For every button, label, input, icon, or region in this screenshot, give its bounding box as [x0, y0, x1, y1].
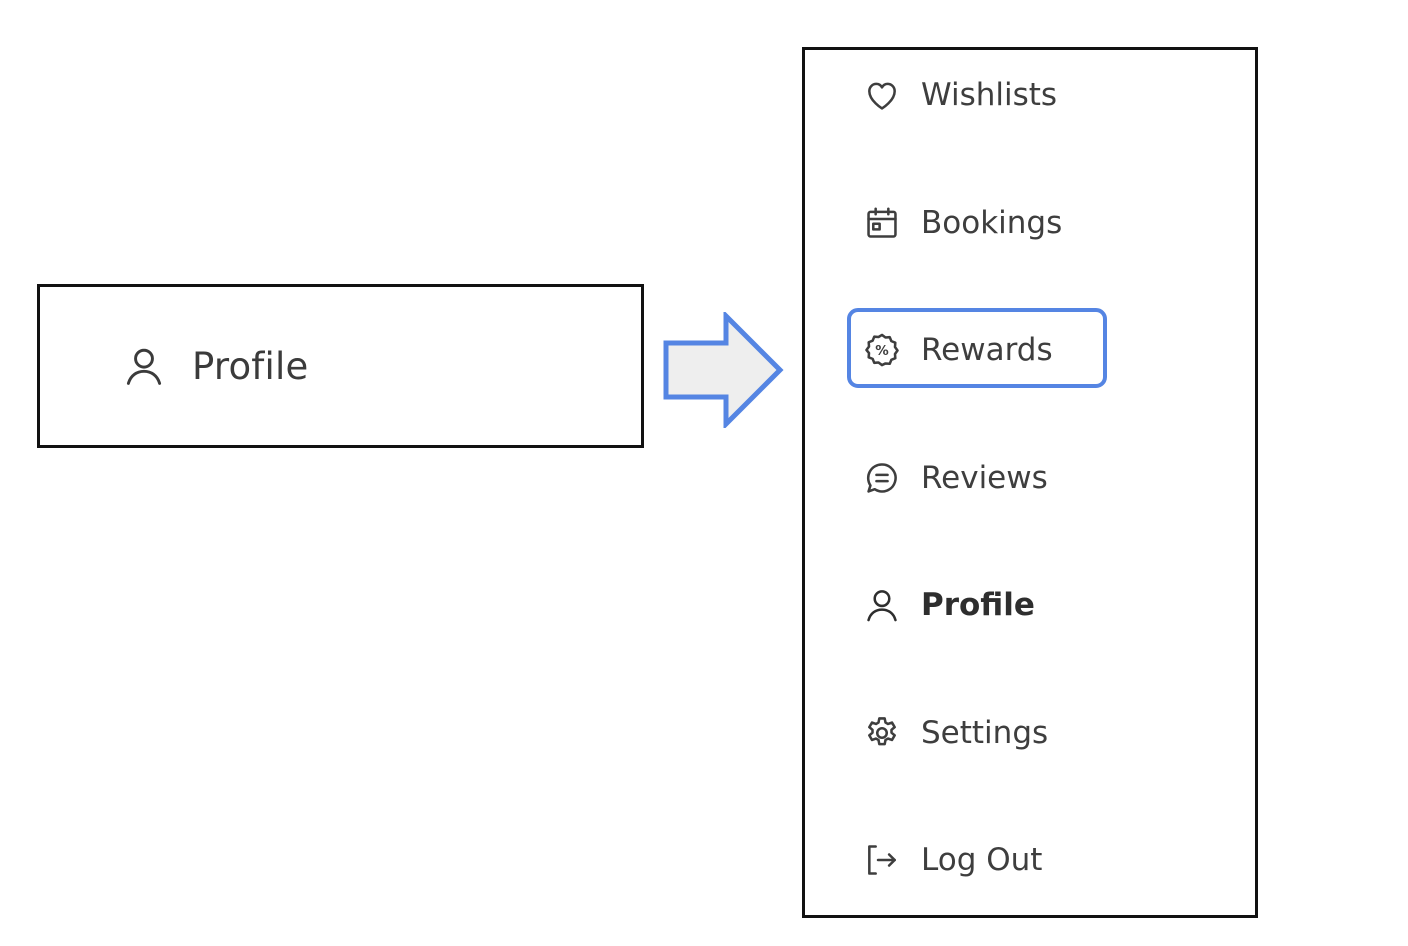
profile-trigger-button[interactable]: Profile [122, 344, 308, 388]
menu-item-label: Settings [921, 715, 1049, 751]
menu-item-rewards[interactable]: % Rewards [863, 322, 1053, 378]
logout-icon [863, 841, 901, 879]
menu-item-label: Reviews [921, 460, 1048, 496]
menu-item-label: Rewards [921, 332, 1053, 368]
menu-item-label: Wishlists [921, 77, 1058, 113]
menu-item-label: Profile [921, 587, 1035, 623]
profile-trigger-box: Profile [37, 284, 644, 448]
message-icon [863, 459, 901, 497]
profile-dropdown-menu: Wishlists Bookings % Rewards [802, 47, 1258, 918]
heart-icon [863, 76, 901, 114]
menu-item-profile[interactable]: Profile [863, 577, 1035, 633]
arrow-right-icon [662, 312, 786, 428]
menu-item-bookings[interactable]: Bookings [863, 195, 1062, 251]
menu-item-log-out[interactable]: Log Out [863, 832, 1042, 888]
svg-text:%: % [875, 344, 889, 359]
menu-item-settings[interactable]: Settings [863, 705, 1048, 761]
discount-badge-icon: % [863, 331, 901, 369]
profile-trigger-label: Profile [192, 344, 309, 388]
user-icon [122, 344, 166, 388]
menu-item-label: Bookings [921, 205, 1063, 241]
menu-item-wishlists[interactable]: Wishlists [863, 67, 1057, 123]
gear-icon [863, 714, 901, 752]
menu-item-reviews[interactable]: Reviews [863, 450, 1048, 506]
menu-item-label: Log Out [921, 842, 1043, 878]
user-icon [863, 586, 901, 624]
calendar-icon [863, 204, 901, 242]
